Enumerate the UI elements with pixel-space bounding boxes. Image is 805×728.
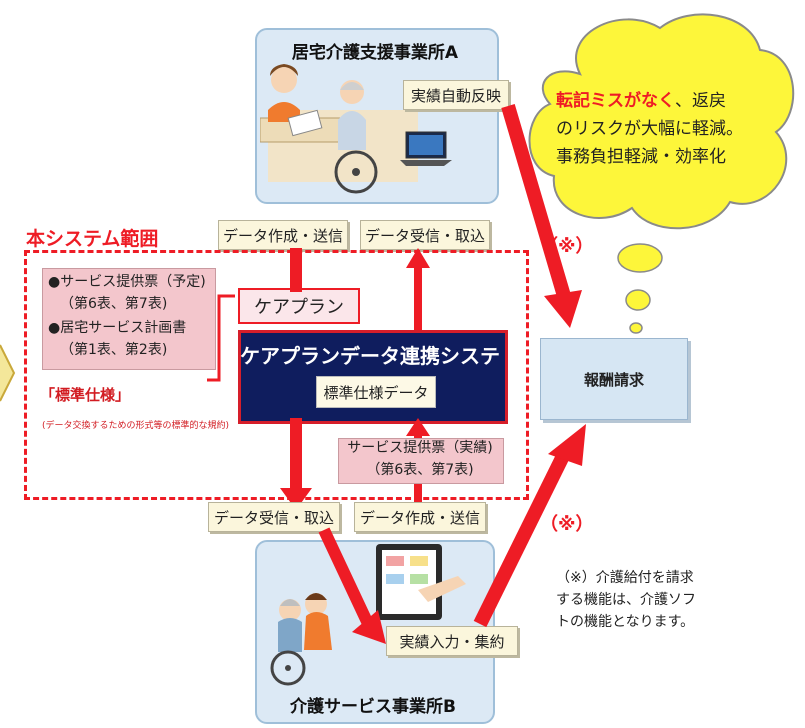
service-actual-box	[338, 438, 504, 484]
careplan-box: ケアプラン	[238, 288, 360, 324]
note-receive-import-bottom: データ受信・取込	[208, 502, 340, 532]
service-actual-line1: サービス提供票（実績)	[347, 440, 493, 456]
plan-documents-line1: ●サービス提供票（予定)	[48, 274, 206, 290]
service-actual-line2: （第6表、第7表)	[366, 462, 474, 478]
plan-documents-line3: ●居宅サービス計画書	[48, 320, 187, 336]
office-b-title: 介護サービス事業所B	[290, 697, 456, 717]
bracket-connector	[207, 294, 235, 382]
standard-spec-label: 「標準仕様」	[40, 386, 131, 404]
arrow-system-down-bottom	[280, 418, 312, 510]
footnote-line2: する機能は、介護ソフ	[556, 592, 696, 608]
reward-request-box: 報酬請求	[540, 338, 688, 420]
note-actual-input: 実績入力・集約	[386, 626, 518, 656]
arrow-system-up-top	[406, 248, 430, 338]
arrow-b-to-input	[318, 527, 386, 644]
arrow-a-down-top	[290, 248, 302, 292]
kome-bottom: （※）	[540, 514, 594, 535]
cloud-line1: 転記ミスがなく、返戻	[556, 88, 726, 115]
system-title: ケアプランデータ連携システ	[240, 344, 500, 368]
cloud-line3: 事務負担軽減・効率化	[556, 147, 726, 167]
left-partial-arrow	[0, 344, 16, 402]
office-a-illustration	[260, 64, 452, 194]
system-range-box	[24, 250, 529, 500]
thought-bubbles	[617, 243, 663, 334]
cloud-shape	[528, 13, 795, 230]
note-receive-import-top: データ受信・取込	[360, 220, 490, 250]
standard-data-box: 標準仕様データ	[316, 376, 436, 408]
note-auto-reflect: 実績自動反映	[403, 80, 509, 110]
system-range-title: 本システム範囲	[26, 228, 159, 250]
office-b-illustration	[270, 544, 466, 686]
footnote-line3: トの機能となります。	[556, 614, 695, 630]
footnote-line1: （※）介護給付を請求	[556, 570, 694, 586]
note-create-send-bottom: データ作成・送信	[354, 502, 486, 532]
office-a-title: 居宅介護支援事業所A	[291, 43, 459, 63]
arrow-b-to-reward	[473, 424, 586, 628]
plan-documents-line4: （第1表、第2表)	[60, 342, 168, 358]
plan-documents-box	[42, 268, 216, 370]
kome-top: （※）	[540, 236, 594, 257]
cloud-rest1: 、返戻	[675, 91, 726, 111]
note-create-send-top: データ作成・送信	[218, 220, 348, 250]
standard-spec-desc: (データ交換するための形式等の標準的な規約)	[42, 421, 230, 431]
cloud-highlight: 転記ミスがなく	[556, 91, 675, 111]
plan-documents-line2: （第6表、第7表)	[60, 296, 168, 312]
arrow-a-to-reward	[501, 104, 582, 328]
cloud-line2: のリスクが大幅に軽減。	[556, 119, 743, 139]
